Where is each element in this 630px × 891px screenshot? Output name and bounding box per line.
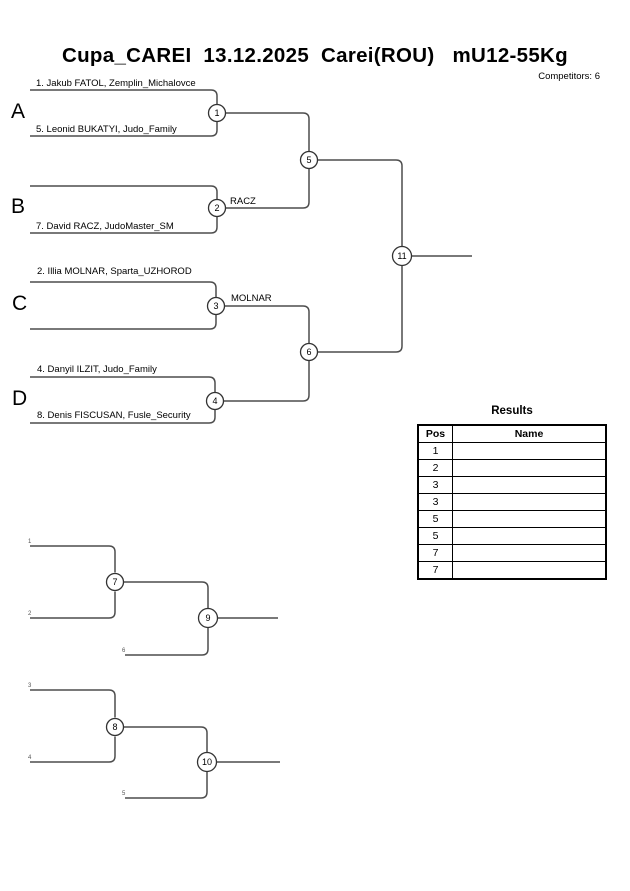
match-6-number: 6 xyxy=(306,347,311,357)
match-9-circle xyxy=(197,607,219,629)
results-table: Pos Name 1 2 3 3 5 xyxy=(417,424,607,580)
repechage-bottom-cross-line xyxy=(125,771,208,799)
competitors-count: Competitors: 6 xyxy=(538,71,600,82)
pos-cell: 5 xyxy=(417,510,453,528)
results-row: 2 xyxy=(417,459,607,477)
name-cell xyxy=(452,527,607,545)
competitor-name-2: 2. Illia MOLNAR, Sparta_UZHOROD xyxy=(37,266,192,277)
match-2-circle xyxy=(207,198,227,218)
repechage-feeder-5: 5 xyxy=(122,791,126,797)
results-section: Results Pos Name 1 2 3 3 xyxy=(417,405,607,580)
match-6-circle xyxy=(299,342,319,362)
repechage-bottom-line-4 xyxy=(30,736,116,763)
pool-letter-d: D xyxy=(12,387,28,410)
match-1-out-line xyxy=(225,112,310,152)
match-7-number: 7 xyxy=(112,577,117,587)
match-10-circle xyxy=(196,751,218,773)
name-cell xyxy=(452,561,607,580)
pos-cell: 7 xyxy=(417,561,453,580)
match-7-circle xyxy=(105,572,125,592)
results-pos-header: Pos xyxy=(417,424,453,443)
match-4-circle xyxy=(205,391,225,411)
name-cell xyxy=(452,476,607,494)
pos-cell: 5 xyxy=(417,527,453,545)
pool-d-bottom-line xyxy=(30,409,216,424)
repechage-top-line-2 xyxy=(30,591,116,619)
pos-cell: 1 xyxy=(417,442,453,460)
match-6-out-line xyxy=(317,265,403,353)
pool-a-bottom-line xyxy=(30,122,218,137)
repechage-top-cross-line xyxy=(125,627,209,656)
results-row: 5 xyxy=(417,527,607,545)
match-3-winner-label: MOLNAR xyxy=(231,293,272,304)
match-2-winner-label: RACZ xyxy=(230,196,256,207)
pool-c-top-line xyxy=(30,281,217,298)
match-5-number: 5 xyxy=(306,155,311,165)
name-cell xyxy=(452,493,607,511)
match-2-number: 2 xyxy=(214,203,219,213)
repechage-feeder-1: 1 xyxy=(28,539,32,545)
competitor-name-8: 8. Denis FISCUSAN, Fusle_Security xyxy=(37,410,191,421)
competitor-name-1: 1. Jakub FATOL, Zemplin_Michalovce xyxy=(36,78,196,89)
results-row: 1 xyxy=(417,442,607,460)
match-2-out-line xyxy=(225,168,310,209)
match-3-number: 3 xyxy=(213,301,218,311)
pool-letter-a: A xyxy=(11,100,26,123)
results-row: 7 xyxy=(417,544,607,562)
repechage-top-line-1 xyxy=(30,545,116,573)
repechage-feeder-3: 3 xyxy=(28,683,32,689)
repechage-feeder-2: 2 xyxy=(28,611,32,617)
results-title: Results xyxy=(491,405,533,417)
pool-c-bottom-line xyxy=(30,314,217,330)
results-row: 7 xyxy=(417,561,607,580)
repechage-feeder-6: 6 xyxy=(122,648,126,654)
results-name-header: Name xyxy=(452,424,607,443)
match-8-out-line xyxy=(123,726,208,753)
pos-cell: 2 xyxy=(417,459,453,477)
repechage-feeder-4: 4 xyxy=(28,755,32,761)
match-7-out-line xyxy=(123,581,209,609)
match-11-number: 11 xyxy=(397,251,406,261)
pool-d-top-line xyxy=(30,376,216,393)
match-3-out-line xyxy=(224,305,310,344)
match-1-circle xyxy=(207,103,227,123)
match-5-out-line xyxy=(317,159,403,247)
name-cell xyxy=(452,459,607,477)
pos-cell: 7 xyxy=(417,544,453,562)
pool-letter-b: B xyxy=(11,195,26,218)
pool-b-bottom-line xyxy=(30,216,218,234)
name-cell xyxy=(452,510,607,528)
repechage-bottom-line-3 xyxy=(30,689,116,718)
name-cell xyxy=(452,544,607,562)
results-header-row: Pos Name xyxy=(417,424,607,443)
match-4-number: 4 xyxy=(212,396,217,406)
match-10-number: 10 xyxy=(202,757,212,767)
match-4-out-line xyxy=(223,360,310,402)
results-row: 3 xyxy=(417,493,607,511)
match-1-number: 1 xyxy=(214,108,219,118)
pool-letter-c: C xyxy=(12,292,28,315)
match-11-circle xyxy=(391,245,413,267)
competitor-name-7: 7. David RACZ, JudoMaster_SM xyxy=(36,221,174,232)
page-title: Cupa_CAREI 13.12.2025 Carei(ROU) mU12-55… xyxy=(62,44,568,67)
results-row: 3 xyxy=(417,476,607,494)
match-8-circle xyxy=(105,717,125,737)
match-9-number: 9 xyxy=(205,613,210,623)
match-5-circle xyxy=(299,150,319,170)
pool-a-top-line xyxy=(30,89,218,104)
competitor-name-4: 4. Danyil ILZIT, Judo_Family xyxy=(37,364,157,375)
pos-cell: 3 xyxy=(417,476,453,494)
competitor-name-5: 5. Leonid BUKATYI, Judo_Family xyxy=(36,124,177,135)
pool-b-top-line xyxy=(30,185,218,200)
match-3-circle xyxy=(206,296,226,316)
pos-cell: 3 xyxy=(417,493,453,511)
match-8-number: 8 xyxy=(112,722,117,732)
results-row: 5 xyxy=(417,510,607,528)
name-cell xyxy=(452,442,607,460)
